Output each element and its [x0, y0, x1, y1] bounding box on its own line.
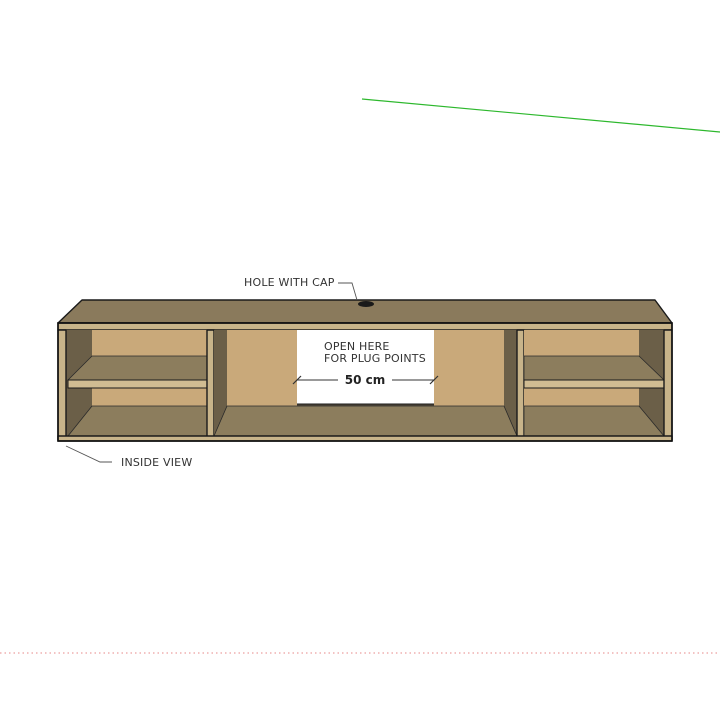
right-divider: [516, 329, 525, 441]
plug-opening: [297, 330, 434, 404]
green-axis-line: [361, 98, 720, 133]
left-shelf-top: [67, 355, 208, 381]
dimension-50cm: 50 cm: [292, 373, 439, 387]
center-back-left-panel: [227, 330, 297, 406]
left-back-panel-upper: [92, 330, 207, 356]
center-floor: [213, 405, 518, 437]
cable-hole-cap: [358, 301, 374, 307]
right-shelf-top: [523, 355, 665, 381]
dimension-tick-left: [292, 375, 302, 385]
dimension-tick-right: [429, 375, 439, 385]
left-shelf-front: [67, 379, 208, 389]
hole-with-cap-label: HOLE WITH CAP: [244, 276, 335, 289]
center-left-inner-wall: [214, 330, 227, 436]
left-back-panel-lower: [92, 388, 207, 406]
cabinet-outline: [57, 322, 673, 442]
center-right-inner-wall: [504, 330, 517, 436]
left-floor: [67, 405, 208, 437]
center-back-right-panel: [434, 330, 504, 406]
left-compartment: [66, 330, 208, 440]
open-here-label: OPEN HERE: [324, 340, 390, 353]
right-shelf-front: [523, 379, 665, 389]
hole-leader-line: [338, 282, 358, 301]
tv-cabinet: [57, 299, 673, 442]
dimension-label: 50 cm: [345, 373, 386, 387]
left-divider: [206, 329, 215, 441]
right-compartment: [523, 330, 665, 437]
cabinet-top-front-edge: [57, 322, 673, 331]
left-side-panel: [57, 329, 67, 441]
inside-view-leader-line: [65, 445, 112, 463]
right-side-panel: [663, 329, 673, 441]
right-back-panel-upper: [524, 330, 639, 356]
right-floor: [523, 405, 665, 437]
inside-view-label: INSIDE VIEW: [121, 456, 192, 469]
plug-points-label: FOR PLUG POINTS: [324, 352, 426, 365]
right-back-panel-lower: [524, 388, 639, 406]
